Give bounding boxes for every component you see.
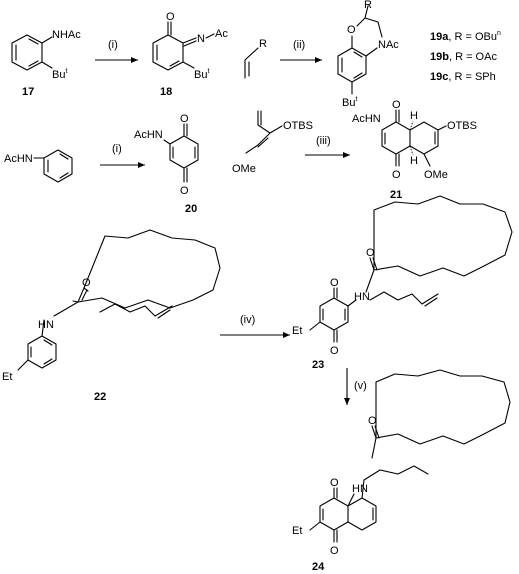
hn-22-label: HN <box>38 319 54 331</box>
compound-17-structure <box>11 34 53 71</box>
compound-21-structure <box>381 109 447 167</box>
quinone-o-bottom-21: O <box>392 169 401 181</box>
quinone-o-bottom-23: O <box>330 345 339 357</box>
amide-o-23: O <box>366 247 375 259</box>
reagent-iii-label: (iii) <box>316 135 331 147</box>
reagent-v-label: (v) <box>354 380 367 392</box>
compound-24-structure <box>309 369 511 543</box>
nac-19-label: NAc <box>378 39 399 51</box>
vinyl-r-structure <box>244 47 259 79</box>
product-19a-line: 19a, R = OBun <box>430 30 501 43</box>
compound-22-number: 22 <box>94 391 106 403</box>
et-22-label: Et <box>2 371 12 383</box>
tbu-18-label: But <box>194 68 209 81</box>
quinone-o-bottom-24: O <box>330 545 339 557</box>
h-top-21: H <box>410 110 418 122</box>
compound-18-structure <box>152 21 197 71</box>
ome-21-label: OMe <box>424 169 448 181</box>
hn-24-label: HN <box>352 483 368 495</box>
quinone-o-top-24: O <box>330 477 339 489</box>
compound-23-structure <box>309 195 513 343</box>
h-bottom-21: H <box>410 155 418 167</box>
ring-o-19: O <box>347 24 356 36</box>
r-alkene-label: R <box>259 38 267 50</box>
reagent-ii-label: (ii) <box>293 39 305 51</box>
compound-18-number: 18 <box>160 86 172 98</box>
otbs-diene-label: OTBS <box>283 120 313 132</box>
compound-23-number: 23 <box>312 359 324 371</box>
quinone-o-bottom-20: O <box>180 185 189 197</box>
amide-o-22: O <box>82 277 91 289</box>
compound-22-structure <box>17 229 221 371</box>
acetanilide-nh-label: AcHN <box>4 153 33 165</box>
product-19b-line: 19b, R = OAc <box>430 51 497 63</box>
nhac-17-label: NHAc <box>52 29 81 41</box>
reagent-iv-label: (iv) <box>240 314 255 326</box>
otbs-21-label: OTBS <box>447 120 477 132</box>
n-ac-bond-18 <box>205 33 215 39</box>
achn-20-label: AcHN <box>134 129 163 141</box>
ac-18-label: Ac <box>215 28 228 40</box>
compound-21-number: 21 <box>390 189 402 201</box>
ketone-o-18: O <box>166 11 175 23</box>
hn-23-label: HN <box>354 291 370 303</box>
reagent-i-label-2: (i) <box>112 143 122 155</box>
tbu-19-label: But <box>342 96 357 109</box>
r-19-label: R <box>364 0 372 11</box>
tbu-17-label: But <box>52 68 67 81</box>
et-23-label: Et <box>292 325 302 337</box>
et-24-label: Et <box>292 525 302 537</box>
compound-24-number: 24 <box>312 561 325 573</box>
product-19c-line: 19c, R = SPh <box>430 71 496 83</box>
amide-o-24: O <box>368 415 377 427</box>
compound-20-structure <box>163 123 199 183</box>
reagent-i-label-1: (i) <box>108 39 118 51</box>
diene-structure <box>245 110 283 154</box>
acetanilide-structure <box>33 149 73 183</box>
quinone-o-top-23: O <box>330 277 339 289</box>
quinone-o-top-21: O <box>392 99 401 111</box>
ome-diene-label: OMe <box>232 163 256 175</box>
compound-20-number: 20 <box>185 203 197 215</box>
compound-17-number: 17 <box>22 86 34 98</box>
quinone-o-top-20: O <box>180 113 189 125</box>
imine-n-18: N <box>197 33 205 45</box>
achn-21-label: AcHN <box>352 113 381 125</box>
compound-19-structure <box>337 5 383 95</box>
